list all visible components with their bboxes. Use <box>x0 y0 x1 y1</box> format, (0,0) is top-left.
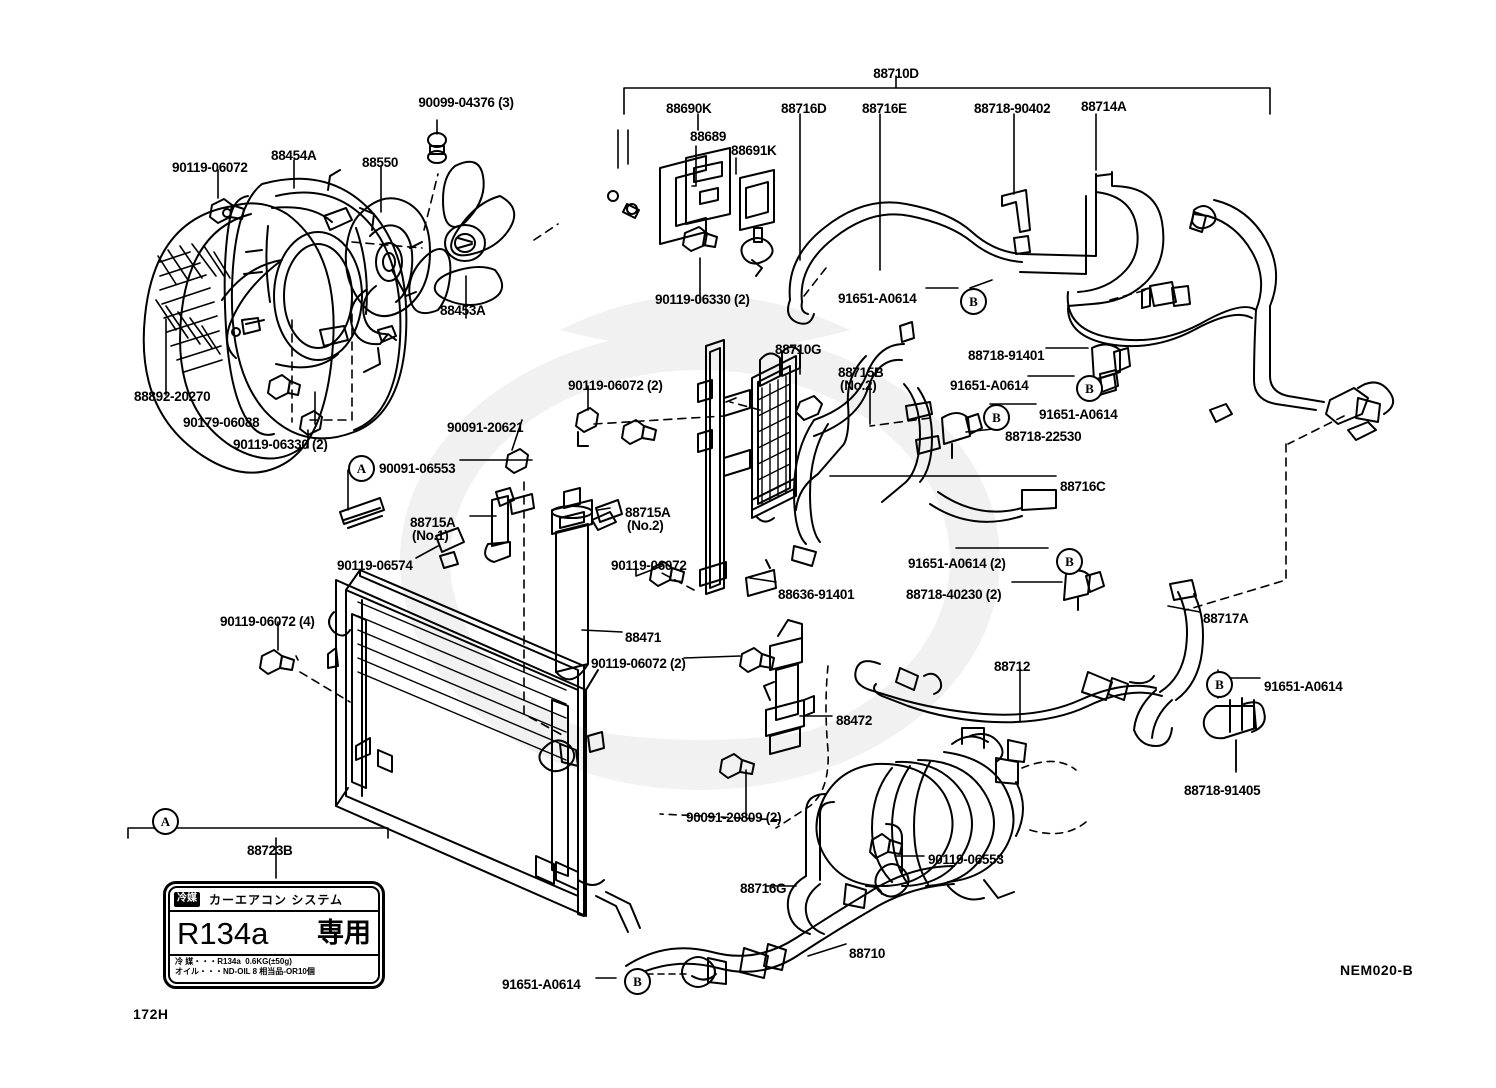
part-number-label: 88892-20270 <box>134 389 211 404</box>
part-number-label: 88714A <box>1081 99 1127 114</box>
callout-balloon-b: B <box>1056 548 1083 575</box>
part-number-label: 88718-40230 (2) <box>906 587 1002 602</box>
part-number-label: 90119-06072 <box>172 160 248 175</box>
part-number-label: 91651-A0614 <box>838 291 917 306</box>
page-code: 172H <box>133 1006 169 1022</box>
part-number-label: (No.2) <box>840 378 877 393</box>
part-number-label: 90099-04376 (3) <box>418 95 514 110</box>
part-number-label: 88453A <box>440 303 486 318</box>
part-number-label: 88710D <box>873 66 919 81</box>
callout-balloon-b: B <box>983 404 1010 431</box>
part-number-label: 88550 <box>362 155 399 170</box>
part-number-label: 88710G <box>775 342 822 357</box>
part-number-label: 88716G <box>740 881 787 896</box>
callout-balloon-b: B <box>1076 375 1103 402</box>
part-number-label: (No.1) <box>412 528 449 543</box>
part-number-label: 90091-20809 (2) <box>686 810 782 825</box>
plate-fineprint-line2: オイル・・・ND-OIL 8 相当品-OR10個 <box>175 967 315 976</box>
part-number-label: 88716C <box>1060 479 1106 494</box>
part-number-label: 88689 <box>690 129 727 144</box>
part-number-label: 90119-06072 (4) <box>220 614 315 629</box>
plate-outer-border <box>163 881 385 989</box>
part-number-label: 88715A <box>625 505 671 520</box>
part-number-label: 88712 <box>994 659 1031 674</box>
callout-balloon-a: A <box>152 808 179 835</box>
part-number-label: 90119-06072 <box>611 558 687 573</box>
part-number-label: 88472 <box>836 713 873 728</box>
part-number-label: 91651-A0614 (2) <box>908 556 1006 571</box>
part-number-label: 91651-A0614 <box>1039 407 1118 422</box>
part-number-label: 88718-22530 <box>1005 429 1082 444</box>
part-number-label: 88718-91401 <box>968 348 1045 363</box>
part-number-label: 91651-A0614 <box>1264 679 1343 694</box>
part-number-label: 90119-06553 <box>928 852 1004 867</box>
plate-main-row: R134a 専用 <box>170 912 378 954</box>
callout-balloon-b: B <box>960 288 987 315</box>
part-number-label: 88718-90402 <box>974 101 1051 116</box>
part-number-label: 90119-06330 (2) <box>655 292 750 307</box>
part-number-label: 90119-06330 (2) <box>233 437 328 452</box>
part-number-label: 88715A <box>410 515 456 530</box>
part-number-label: 88471 <box>625 630 662 645</box>
part-number-label: 88716E <box>862 101 907 116</box>
plate-inner-border: 冷媒 カーエアコン システム R134a 専用 冷 媒・・・R134a 0.6K… <box>168 886 380 984</box>
part-number-label: 88691K <box>731 143 777 158</box>
part-number-label: 90091-06553 <box>379 461 456 476</box>
callout-balloon-b: B <box>1206 671 1233 698</box>
plate-fineprint-line1: 冷 媒・・・R134a 0.6KG(±50g) <box>175 957 292 966</box>
part-number-label: 88690K <box>666 101 712 116</box>
diagram-code: NEM020-B <box>1340 962 1414 978</box>
plate-fineprint-row: 冷 媒・・・R134a 0.6KG(±50g) オイル・・・ND-OIL 8 相… <box>170 954 378 982</box>
plate-exclusive-text: 専用 <box>317 917 371 948</box>
part-number-label: (No.2) <box>627 518 664 533</box>
part-number-label: 91651-A0614 <box>502 977 581 992</box>
part-number-label: 90179-06088 <box>183 415 260 430</box>
part-number-label: 88717A <box>1203 611 1249 626</box>
refrigerant-caution-plate: 冷媒 カーエアコン システム R134a 専用 冷 媒・・・R134a 0.6K… <box>163 881 385 989</box>
part-number-label: 88716D <box>781 101 827 116</box>
plate-header-row: 冷媒 カーエアコン システム <box>170 888 378 912</box>
part-number-label: 88715B <box>838 365 884 380</box>
plate-chip-label: 冷媒 <box>174 891 200 907</box>
plate-title: カーエアコン システム <box>209 892 343 907</box>
part-number-label: 91651-A0614 <box>950 378 1029 393</box>
part-number-label: 90091-20621 <box>447 420 524 435</box>
plate-refrigerant-type: R134a <box>177 915 269 951</box>
part-number-label: 88454A <box>271 148 317 163</box>
callout-balloon-a: A <box>348 455 375 482</box>
part-number-label: 90119-06072 (2) <box>568 378 663 393</box>
part-number-label: 88636-91401 <box>778 587 855 602</box>
part-number-label: 88718-91405 <box>1184 783 1261 798</box>
callout-balloon-b: B <box>624 968 651 995</box>
part-number-label: 88723B <box>247 843 293 858</box>
part-number-label: 88710 <box>849 946 886 961</box>
part-number-label: 90119-06072 (2) <box>591 656 686 671</box>
part-number-label: 90119-06574 <box>337 558 413 573</box>
